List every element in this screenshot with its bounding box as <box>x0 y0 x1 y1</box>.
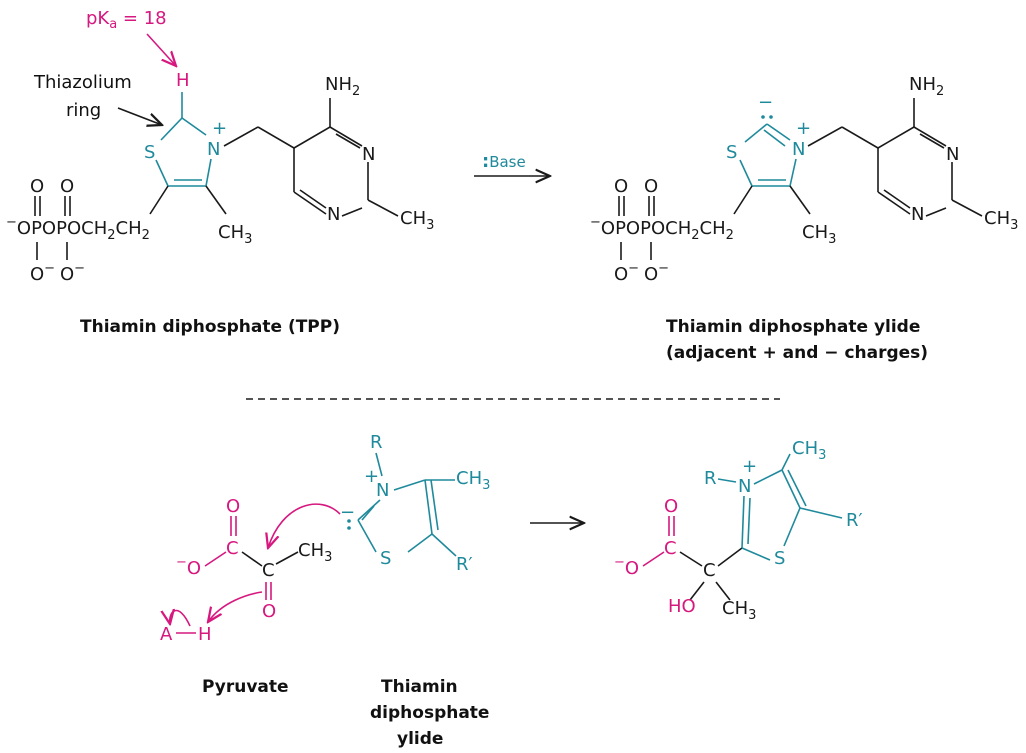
svg-text:O−: O− <box>30 261 55 285</box>
svg-text:R′: R′ <box>846 510 863 531</box>
svg-text:CH3: CH3 <box>456 468 490 493</box>
svg-text:CH3: CH3 <box>802 222 836 247</box>
svg-text:S: S <box>726 142 737 163</box>
ring-label-line2: ring <box>66 100 101 121</box>
svg-text:O: O <box>644 176 658 197</box>
svg-text:CH3: CH3 <box>298 540 332 565</box>
svg-text:O−: O− <box>614 261 639 285</box>
svg-text:NH2: NH2 <box>909 74 944 99</box>
svg-text:CH3: CH3 <box>218 222 252 247</box>
svg-text::Base: :Base <box>482 151 526 172</box>
base-arrow: :Base <box>474 151 550 176</box>
svg-text:C: C <box>226 538 239 559</box>
pka-label: pKa = 18 <box>86 8 167 32</box>
tpp-ring-plus: + <box>212 118 227 139</box>
svg-text:C: C <box>664 538 677 559</box>
svg-text:+: + <box>364 466 379 487</box>
svg-text:N: N <box>946 144 959 165</box>
svg-text:−: − <box>340 502 355 523</box>
svg-text:O: O <box>60 176 74 197</box>
svg-text:NH2: NH2 <box>325 74 360 99</box>
pyrimidine-N3: N <box>327 204 340 225</box>
svg-text:O−: O− <box>644 261 669 285</box>
svg-text:N: N <box>792 139 805 160</box>
bottom-ylide-name-1: Thiamin <box>381 677 458 697</box>
tpp-ring-N: N <box>207 139 220 160</box>
svg-text:−OPOPOCH2CH2: −OPOPOCH2CH2 <box>6 215 150 243</box>
svg-text:−OPOPOCH2CH2: −OPOPOCH2CH2 <box>590 215 734 243</box>
svg-text:C: C <box>703 560 716 581</box>
svg-text:O: O <box>226 496 240 517</box>
svg-text:O: O <box>262 601 276 622</box>
bottom-ylide-structure: R + N S − CH3 R′ Thiamin diphosphate yli… <box>340 432 490 749</box>
svg-text:CH3: CH3 <box>792 438 826 463</box>
pyrimidine-N1: N <box>362 144 375 165</box>
svg-text:+: + <box>742 456 757 477</box>
adduct-structure: O C −O C HO CH3 R N + S CH3 R′ <box>614 438 863 623</box>
ylide-structure: − S N + NH2 N N CH3 CH3 O O −OPOP <box>590 74 1018 363</box>
ylide-name-2: (adjacent + and − charges) <box>666 343 928 363</box>
svg-text:N: N <box>738 476 751 497</box>
svg-text:H: H <box>198 624 212 645</box>
svg-text:A: A <box>160 624 173 645</box>
pyruvate-name: Pyruvate <box>202 677 289 697</box>
ring-label-arrow <box>117 107 162 125</box>
svg-text:HO: HO <box>668 596 696 617</box>
svg-text:S: S <box>380 548 391 569</box>
svg-text:S: S <box>774 548 785 569</box>
svg-text:CH3: CH3 <box>984 208 1018 233</box>
acidic-hydrogen: H <box>176 70 190 91</box>
svg-text:O: O <box>664 496 678 517</box>
pka-arrow <box>146 33 176 66</box>
svg-text:N: N <box>376 480 389 501</box>
bottom-ylide-name-2: diphosphate <box>370 703 489 723</box>
svg-text:−: − <box>758 92 773 113</box>
tpp-ring-S: S <box>144 142 155 163</box>
tpp-structure: pKa = 18 H Thiazolium ring S N + NH2 <box>6 8 434 337</box>
svg-text:O−: O− <box>60 261 85 285</box>
ring-label-line1: Thiazolium <box>33 72 132 93</box>
svg-text:R′: R′ <box>456 554 473 575</box>
bottom-ylide-name-3: ylide <box>397 729 443 749</box>
svg-text:O: O <box>614 176 628 197</box>
svg-text:−O: −O <box>614 555 639 579</box>
svg-text:+: + <box>796 118 811 139</box>
svg-text:R: R <box>704 468 717 489</box>
tpp-name: Thiamin diphosphate (TPP) <box>80 317 340 337</box>
svg-text:CH3: CH3 <box>722 598 756 623</box>
svg-text:−O: −O <box>176 555 201 579</box>
svg-text:CH3: CH3 <box>400 208 434 233</box>
svg-text:O: O <box>30 176 44 197</box>
svg-text:R: R <box>370 432 383 453</box>
ylide-name-1: Thiamin diphosphate ylide <box>666 317 920 337</box>
svg-text:C: C <box>262 560 275 581</box>
svg-text:N: N <box>911 204 924 225</box>
pyruvate-structure: O C −O C CH3 O A H Pyruvate <box>160 496 341 697</box>
